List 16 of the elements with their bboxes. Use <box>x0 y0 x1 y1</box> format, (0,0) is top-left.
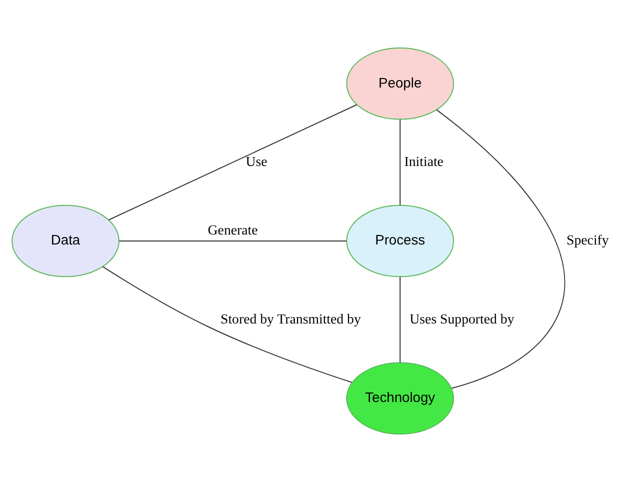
edge-label: Uses Supported by <box>410 310 514 326</box>
node-ellipse: People <box>346 46 454 120</box>
edge-label: Specify <box>566 232 609 248</box>
edge-label: Initiate <box>404 153 444 168</box>
connector <box>118 240 347 241</box>
node-ellipse: Process <box>346 204 454 277</box>
node-ellipse: Technology <box>346 362 454 434</box>
connector <box>400 118 401 206</box>
connector <box>400 276 401 363</box>
edge-label: Generate <box>208 222 258 237</box>
connector <box>108 104 358 220</box>
edge-label: Stored by Transmitted by <box>220 310 361 326</box>
connector <box>436 108 566 388</box>
edge-label: Use <box>246 153 268 168</box>
connector <box>102 266 352 382</box>
node-ellipse: Data <box>12 204 120 277</box>
